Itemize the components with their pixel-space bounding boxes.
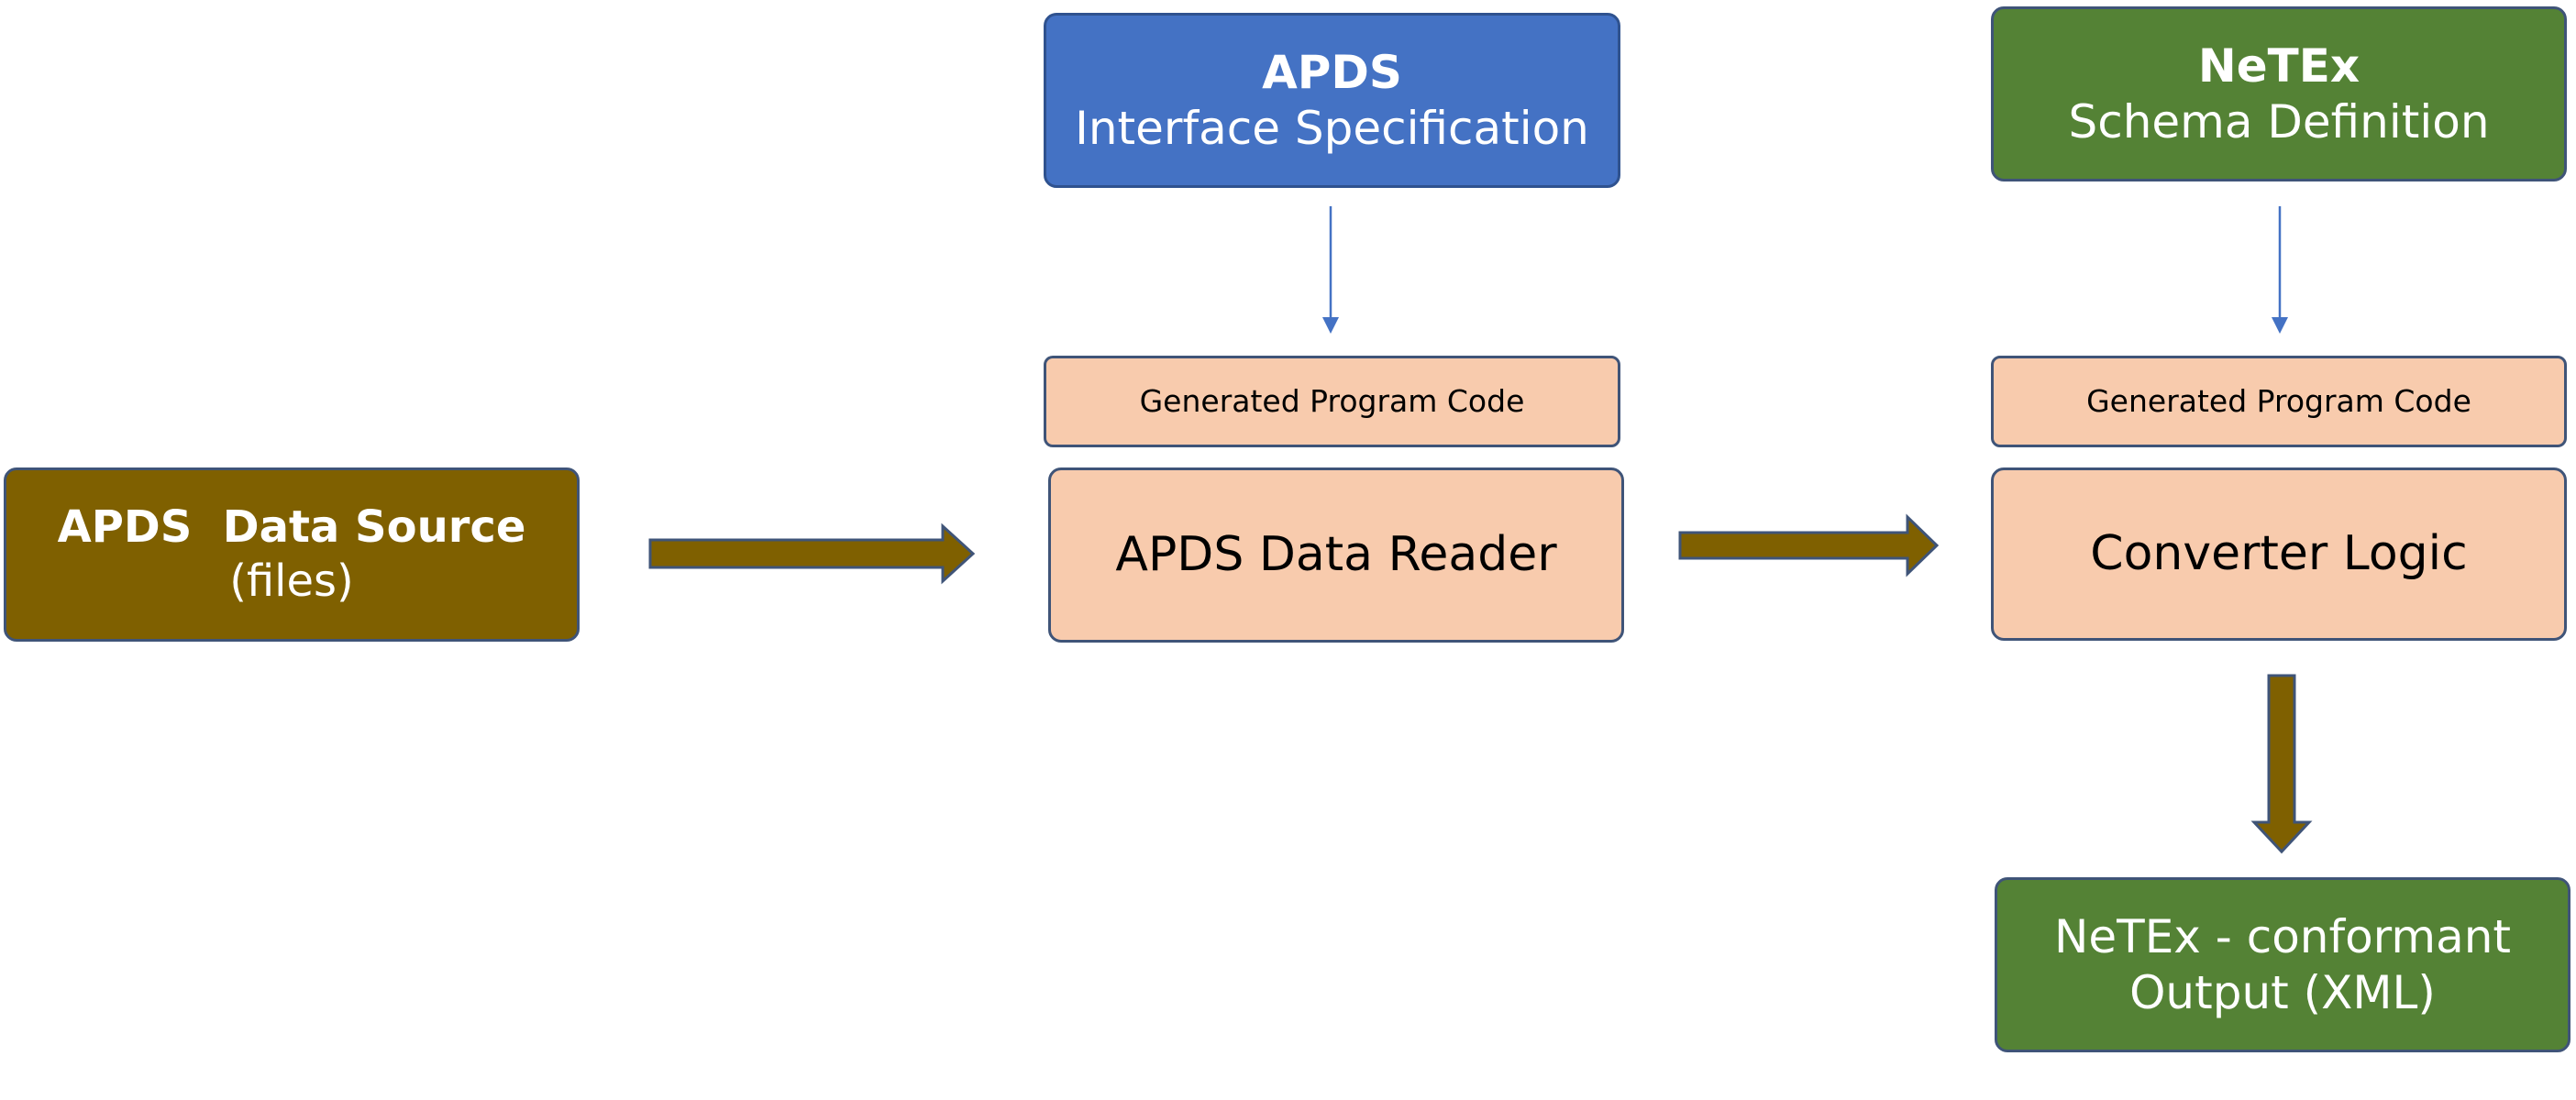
converter-logic-label: Converter Logic	[2090, 525, 2468, 581]
reader-to-converter-arrow	[1678, 513, 1940, 578]
netex-output-box: NeTEx - conformant Output (XML)	[1995, 877, 2570, 1052]
netex-generated-code-label: Generated Program Code	[2086, 382, 2471, 419]
apds-interface-spec-box: APDS Interface Specification	[1044, 13, 1620, 188]
apds-data-reader-box: APDS Data Reader	[1048, 468, 1624, 643]
apds-data-source-title: APDS Data Source	[57, 501, 526, 554]
apds-generated-code-label: Generated Program Code	[1139, 382, 1525, 419]
converter-to-output-arrow	[2250, 674, 2313, 854]
spec-to-code-arrow	[1322, 206, 1339, 334]
apds-generated-code-box: Generated Program Code	[1044, 356, 1620, 447]
apds-spec-subtitle: Interface Specification	[1075, 101, 1589, 155]
source-to-reader-arrow	[648, 522, 976, 585]
apds-data-source-subtitle: (files)	[229, 556, 354, 607]
netex-output-line2: Output (XML)	[2129, 965, 2436, 1019]
netex-generated-code-box: Generated Program Code	[1991, 356, 2567, 447]
netex-output-line1: NeTEx - conformant	[2054, 909, 2511, 963]
converter-logic-box: Converter Logic	[1991, 468, 2567, 641]
apds-spec-title: APDS	[1262, 45, 1402, 99]
netex-schema-title: NeTEx	[2197, 38, 2360, 93]
netex-schema-box: NeTEx Schema Definition	[1991, 6, 2567, 182]
schema-to-code-arrow	[2272, 206, 2288, 334]
netex-schema-subtitle: Schema Definition	[2068, 94, 2490, 148]
apds-data-reader-label: APDS Data Reader	[1115, 526, 1557, 582]
apds-data-source-box: APDS Data Source (files)	[4, 468, 580, 642]
